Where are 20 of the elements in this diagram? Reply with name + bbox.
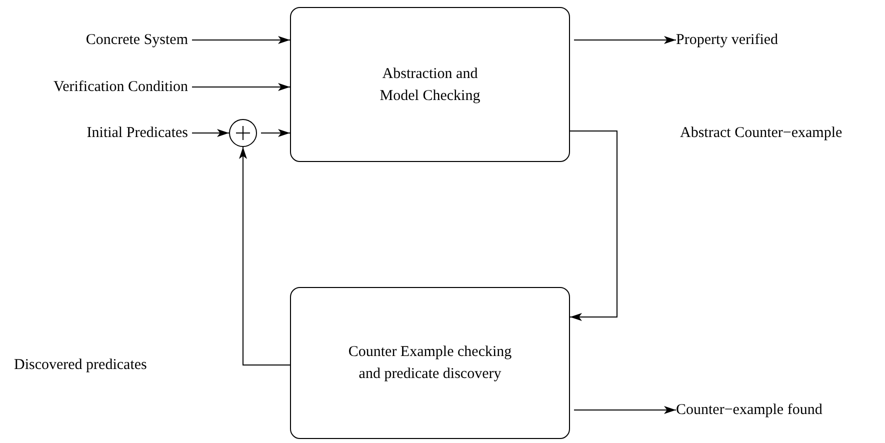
io-label: Concrete System (10, 30, 188, 50)
arrow (260, 129, 290, 137)
arrow (192, 83, 290, 91)
process-box (290, 287, 570, 439)
io-label: Verification Condition (6, 77, 188, 97)
io-label: Property verified (676, 30, 826, 50)
process-box (290, 7, 570, 162)
summing-junction (229, 119, 257, 147)
flow-label: Abstract Counter−example (680, 124, 842, 143)
arrow (192, 129, 230, 137)
box-label: Counter Example checking and predicate discovery (347, 343, 513, 384)
arrow (239, 146, 290, 366)
box-label: Abstraction and Model Checking (378, 64, 482, 106)
arrow (192, 36, 290, 44)
arrow (574, 406, 676, 414)
io-label: Counter−example found (676, 400, 846, 420)
flow-label: Discovered predicates (14, 356, 147, 375)
arrow (574, 36, 676, 44)
arrow (570, 130, 618, 321)
io-label: Initial Predicates (10, 123, 188, 143)
